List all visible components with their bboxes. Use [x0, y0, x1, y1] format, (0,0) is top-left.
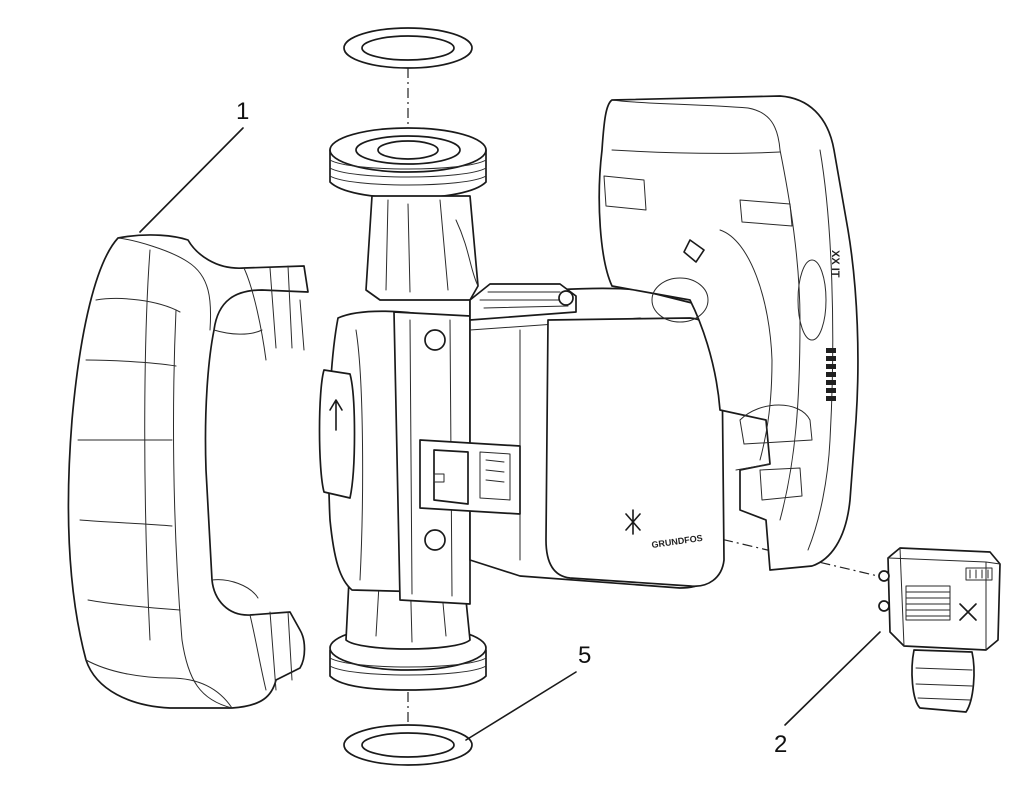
leader-line-1 [139, 127, 244, 233]
shell-pin-marks [826, 348, 836, 401]
insulation-shell-right: XX IT [598, 95, 859, 571]
gasket-bottom [343, 724, 473, 766]
callout-label-5: 5 [578, 642, 592, 669]
leader-line-2 [784, 631, 881, 726]
grundfos-logo [625, 509, 641, 535]
plug-grille [905, 585, 951, 621]
gasket-top [343, 27, 473, 69]
warning-symbol-icon [683, 239, 705, 263]
shell-code-text: XX IT [829, 250, 841, 278]
leader-line-5 [465, 671, 577, 741]
callout-label-1: 1 [236, 98, 250, 125]
callout-label-2: 2 [774, 731, 788, 758]
plug-logo-icon [959, 603, 977, 621]
plug-module [878, 547, 1001, 713]
insulation-shell-left [67, 234, 309, 709]
module-axis-line [469, 479, 896, 581]
pump-housing: GRUNDFOS [318, 127, 725, 691]
